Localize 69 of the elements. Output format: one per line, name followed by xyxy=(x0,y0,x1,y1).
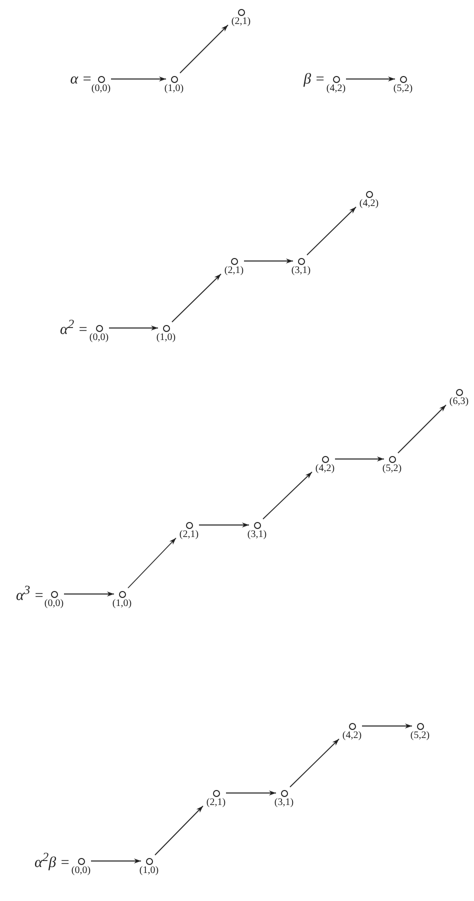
vertex-circle xyxy=(280,790,288,796)
coordinate-label: (1,0) xyxy=(164,83,184,94)
arrow xyxy=(90,858,142,864)
coordinate-label: (4,2) xyxy=(326,83,346,94)
vertex-circle xyxy=(162,324,170,332)
coordinate-label: (0,0) xyxy=(89,332,109,343)
vertex-circle xyxy=(78,858,84,864)
coordinate-label: (0,0) xyxy=(44,598,64,609)
coordinate-label: (1,0) xyxy=(139,865,159,876)
equation-label: α$^{2}$ = xyxy=(60,317,88,339)
coordinate-label: (5,2) xyxy=(393,83,413,94)
vertex-circle xyxy=(254,522,260,528)
vertex-circle xyxy=(400,76,406,82)
vertex-circle xyxy=(186,522,192,528)
coordinate-label: (4,2) xyxy=(315,463,335,474)
arrow xyxy=(244,258,294,264)
vertex-circle xyxy=(322,456,328,462)
arrow xyxy=(346,76,396,82)
coordinate-label: (1,0) xyxy=(112,598,132,609)
arrow xyxy=(64,592,114,596)
coordinate-label: (5,2) xyxy=(410,730,430,741)
vertex-circle xyxy=(212,790,220,796)
vertex-circle xyxy=(230,258,238,264)
vertex-circle xyxy=(238,8,244,16)
arrow xyxy=(334,456,384,462)
arrow xyxy=(154,806,204,856)
vertex-circle xyxy=(146,858,152,864)
vertex-circle xyxy=(298,258,304,264)
arrow xyxy=(172,274,222,322)
vertex-circle xyxy=(416,722,424,730)
coordinate-label: (2,1) xyxy=(224,265,244,276)
arrow xyxy=(362,724,412,728)
arrow xyxy=(290,738,340,788)
vertex-circle xyxy=(456,388,462,396)
coordinate-label: (0,0) xyxy=(91,83,111,94)
coordinate-label: (6,3) xyxy=(449,396,469,407)
vertex-circle xyxy=(332,76,340,82)
vertex-circle xyxy=(50,590,58,598)
coordinate-label: (3,1) xyxy=(247,529,267,540)
arrow xyxy=(198,522,250,528)
coordinate-label: (1,0) xyxy=(156,332,176,343)
arrow xyxy=(398,404,446,454)
arrow xyxy=(110,76,166,82)
arrow xyxy=(262,472,312,520)
coordinate-label: (2,1) xyxy=(206,797,226,808)
vertex-circle xyxy=(98,76,104,82)
vertex-circle xyxy=(96,324,102,332)
vertex-circle xyxy=(170,76,178,82)
coordinate-label: (2,1) xyxy=(179,529,199,540)
coordinate-label: (0,0) xyxy=(71,865,91,876)
arrow xyxy=(306,206,356,256)
equation-label: α$^{3}$ = xyxy=(16,583,44,605)
coordinate-label: (3,1) xyxy=(274,797,294,808)
arrow xyxy=(128,538,176,588)
equation-label: α$^{2}$β = xyxy=(34,850,70,872)
coordinate-label: (3,1) xyxy=(291,265,311,276)
equation-label: α = xyxy=(70,72,92,88)
vertex-circle xyxy=(388,456,396,462)
coordinate-label: (2,1) xyxy=(231,16,251,27)
arrow xyxy=(226,790,276,796)
vertex-circle xyxy=(348,722,356,730)
coordinate-label: (5,2) xyxy=(382,463,402,474)
vertex-circle xyxy=(118,590,126,598)
equation-label: β = xyxy=(304,72,325,88)
coordinate-label: (4,2) xyxy=(359,198,379,209)
coordinate-label: (4,2) xyxy=(342,730,362,741)
arrow xyxy=(180,24,228,74)
arrow xyxy=(108,326,158,330)
vertex-circle xyxy=(366,190,372,198)
